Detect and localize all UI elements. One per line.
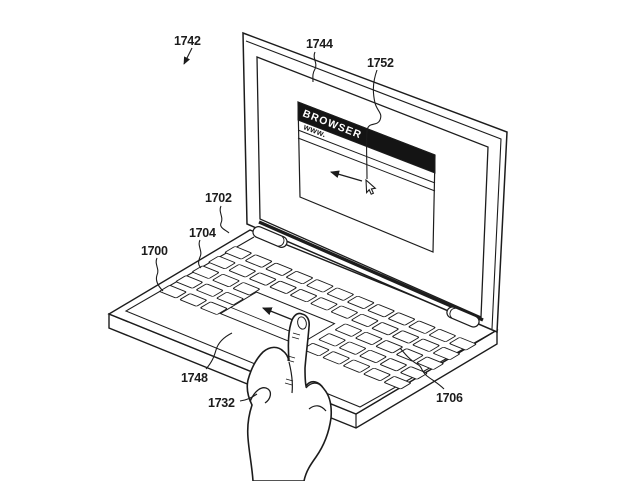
keyboard-key [388, 312, 416, 326]
keyboard-key [347, 295, 375, 309]
figure-pointer-arrow [183, 47, 193, 65]
reference-labels: 1742 1744 1752 1702 1704 1700 1706 1748 … [141, 34, 463, 410]
keyboard-key [290, 289, 318, 303]
keyboard-key [400, 366, 428, 380]
keyboard-key [363, 367, 391, 381]
leader-1752 [366, 69, 382, 180]
keyboard-key [208, 256, 236, 269]
keyboard-key [212, 274, 240, 287]
hinge-right [446, 306, 480, 328]
leader-1748 [205, 332, 233, 370]
label-1704: 1704 [189, 226, 216, 240]
keyboard-key [355, 331, 383, 345]
keyboard-key [200, 301, 228, 315]
keyboard-key [306, 279, 334, 293]
keyboard-key [371, 322, 399, 336]
knuckle-line-1 [305, 382, 324, 389]
keyboard-key [330, 305, 358, 319]
keyboard-key [392, 330, 420, 344]
keyboard-key [375, 340, 403, 354]
lid-thickness-edge [245, 40, 502, 330]
knuckle-line-2 [308, 405, 327, 412]
leader-1704 [198, 239, 202, 269]
keyboard-key [339, 341, 367, 355]
keyboard-key [351, 313, 379, 327]
keyboard-key [416, 356, 444, 370]
keyboard-key [310, 297, 338, 311]
leader-1700 [155, 257, 164, 292]
hinge-left [252, 226, 288, 248]
keyboard-key [224, 246, 252, 260]
label-1702: 1702 [205, 191, 232, 205]
laptop-display: BROWSER www. [242, 31, 508, 334]
leader-lines [155, 47, 445, 402]
keyboard-key [269, 280, 297, 294]
keyboard-key [175, 275, 203, 289]
keyboard-key [286, 271, 313, 285]
keyboard [159, 246, 477, 390]
keyboard-key [408, 320, 436, 334]
label-1748: 1748 [181, 371, 208, 385]
keyboard-key [232, 282, 260, 296]
keyboard-key [196, 283, 224, 297]
keyboard-key [245, 254, 273, 268]
keyboard-key [228, 264, 256, 278]
leader-1744 [312, 51, 317, 83]
leader-1702 [219, 205, 230, 234]
hand-silhouette [246, 312, 333, 481]
hinge-left-cap [278, 236, 285, 247]
keyboard-key [216, 292, 244, 305]
label-1752: 1752 [367, 56, 394, 70]
finger-creases [284, 332, 301, 386]
hinge-left-cylinder [252, 226, 288, 248]
keyboard-key [428, 329, 456, 342]
hinge-right-cap [449, 307, 456, 319]
hand [246, 312, 333, 481]
keyboard-key [179, 293, 207, 307]
label-1706: 1706 [436, 391, 463, 405]
hinge-right-cylinder [446, 306, 480, 328]
keyboard-key [449, 337, 477, 351]
keyboard-key [384, 376, 411, 390]
keyboard-key [326, 287, 354, 301]
deck-inner-rim [124, 236, 493, 408]
trackpad-swipe-left-arrow-icon [261, 307, 294, 321]
keyboard-key [318, 333, 346, 347]
keyboard-key [359, 349, 387, 363]
keyboard-key [412, 338, 440, 352]
browser-swipe-left-arrow-icon [330, 170, 363, 182]
label-1732: 1732 [208, 396, 235, 410]
keyboard-key [335, 323, 362, 337]
leader-1706 [399, 347, 445, 390]
screen-bottom-band [258, 220, 484, 322]
keyboard-key [379, 358, 407, 372]
palm-crease [288, 361, 293, 394]
mouse-cursor-icon [365, 178, 377, 195]
keyboard-key [322, 351, 350, 365]
fingernail [297, 316, 307, 330]
keyboard-key [433, 347, 460, 360]
label-1700: 1700 [141, 244, 168, 258]
thumb-line [249, 387, 272, 404]
keyboard-key [265, 262, 293, 276]
leader-1732 [239, 393, 258, 402]
keyboard-key [343, 359, 371, 373]
keyboard-key [249, 272, 277, 286]
keyboard-key [367, 304, 395, 318]
label-1742: 1742 [174, 34, 201, 48]
label-1744: 1744 [306, 37, 333, 51]
keyboard-key [192, 265, 220, 279]
keyboard-key [159, 285, 187, 299]
